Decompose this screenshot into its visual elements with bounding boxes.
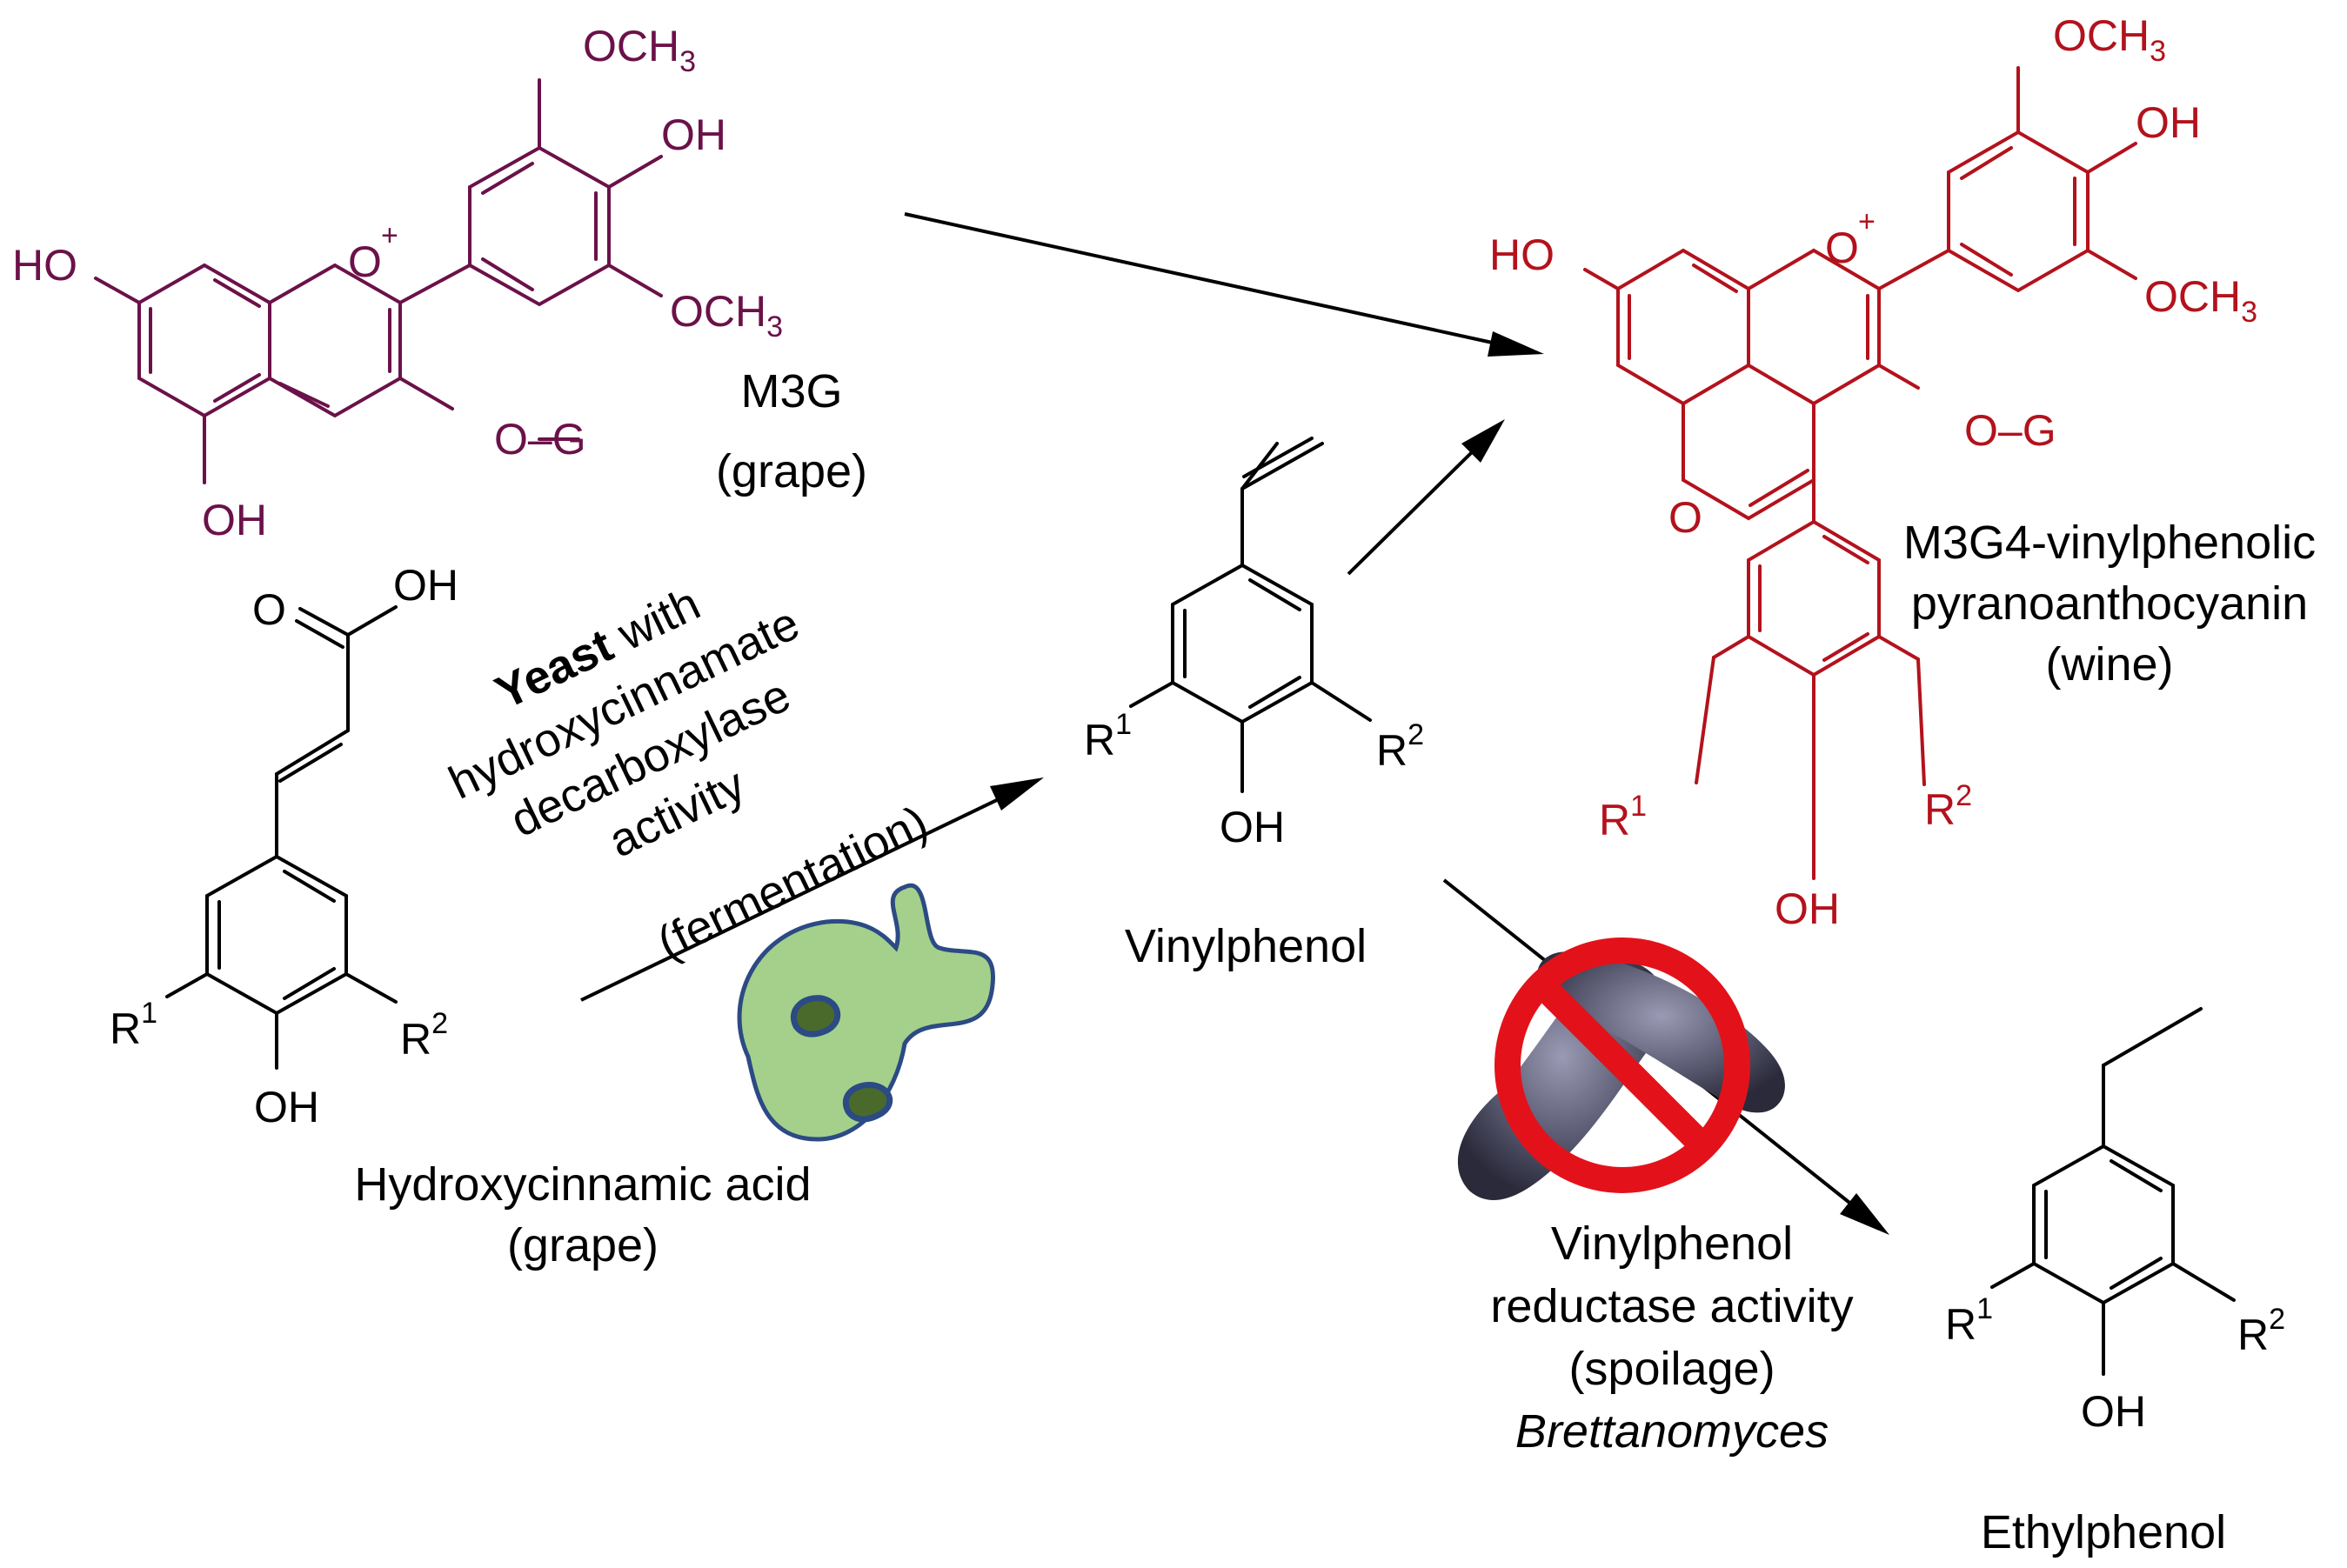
m3g-ho-left: HO <box>12 241 77 290</box>
pyrano-ho-left: HO <box>1489 230 1555 279</box>
m3g-o-glucose: O–G <box>494 415 586 464</box>
pyrano-atom-labels: OCH3 OH OCH3 O + HO O–G O R1 R2 OH <box>1489 11 2257 933</box>
m3g-source: (grape) <box>716 445 867 497</box>
arrow-m3g-to-pyrano <box>904 212 1544 357</box>
vinylphenol-oh: OH <box>1220 803 1285 851</box>
hca-acid-oh: OH <box>393 561 458 610</box>
pyrano-r2: R2 <box>1924 779 1972 834</box>
yeast-cell-icon <box>737 883 995 1142</box>
hca-name: Hydroxycinnamic acid <box>354 1158 811 1211</box>
pyrano-ring-oxygen: O <box>1825 224 1859 272</box>
m3g-oh-bottom: OH <box>202 496 267 544</box>
hca-carbonyl-oxygen: O <box>252 585 286 634</box>
prohibition-icon <box>1494 937 1750 1193</box>
ethylphenol-structure <box>1990 1007 2236 1376</box>
ethylphenol-oh: OH <box>2081 1387 2146 1436</box>
m3g-oh-top: OH <box>661 110 726 159</box>
pyrano-o-glucose: O–G <box>1964 406 2056 455</box>
hca-r1: R1 <box>110 997 157 1053</box>
hydroxycinnamic-atom-labels: O OH R1 R2 OH <box>110 561 458 1131</box>
m3g-name: M3G <box>740 365 842 417</box>
vinylphenol-r1: R1 <box>1084 708 1132 764</box>
pyrano-pyran-oxygen: O <box>1668 493 1702 542</box>
vinylphenol-structure <box>1129 437 1372 793</box>
vinylphenol-atom-labels: R1 R2 OH <box>1084 708 1424 851</box>
hca-oh: OH <box>254 1083 319 1131</box>
hca-source: (grape) <box>507 1219 659 1271</box>
pyrano-source: (wine) <box>2045 638 2173 691</box>
m3g-structure <box>94 78 663 484</box>
m3g-plus-charge: + <box>381 219 398 252</box>
ethylphenol-atom-labels: R1 R2 OH <box>1945 1292 2285 1436</box>
pyrano-oh-top: OH <box>2136 98 2201 147</box>
m3g-ring-oxygen: O <box>348 237 382 286</box>
hydroxycinnamic-structure <box>165 605 398 1070</box>
m3g-och3-top: OCH3 <box>583 22 696 78</box>
hca-r2: R2 <box>400 1007 448 1064</box>
pyrano-och3-top: OCH3 <box>2053 11 2166 68</box>
vinylphenol-r2: R2 <box>1376 718 1424 775</box>
spoilage-line4: Brettanomyces <box>1515 1405 1829 1458</box>
vinylphenol-name: Vinylphenol <box>1125 920 1367 972</box>
ethylphenol-name: Ethylphenol <box>1981 1506 2226 1558</box>
pyrano-phenyl-extensions <box>1695 656 1926 880</box>
ethylphenol-r1: R1 <box>1945 1292 1993 1349</box>
pyrano-structure <box>1583 66 2137 715</box>
spoilage-line1: Vinylphenol <box>1551 1218 1793 1270</box>
ethylphenol-r2: R2 <box>2237 1303 2285 1359</box>
pyrano-oh-bottom: OH <box>1775 884 1840 933</box>
m3g-atom-labels: OCH3 OH OCH3 O + HO OH O–G <box>12 22 783 544</box>
m3g-och3-right: OCH3 <box>670 287 783 344</box>
pyrano-r1: R1 <box>1599 790 1647 844</box>
spoilage-line3: (spoilage) <box>1568 1343 1775 1395</box>
pyrano-name-line1: M3G4-vinylphenolic <box>1903 517 2316 569</box>
spoilage-step-label: Vinylphenol reductase activity (spoilage… <box>1490 1218 1853 1458</box>
pyrano-plus-charge: + <box>1858 205 1876 238</box>
bacterium-icon <box>1457 951 1785 1201</box>
arrow-hca-to-vinylphenol <box>580 777 1044 1002</box>
arrow-vinylphenol-to-pyrano <box>1347 419 1505 576</box>
spoilage-line2: reductase activity <box>1490 1280 1853 1332</box>
pyrano-name-line2: pyranoanthocyanin <box>1911 577 2308 630</box>
pyrano-och3-right: OCH3 <box>2144 272 2257 329</box>
